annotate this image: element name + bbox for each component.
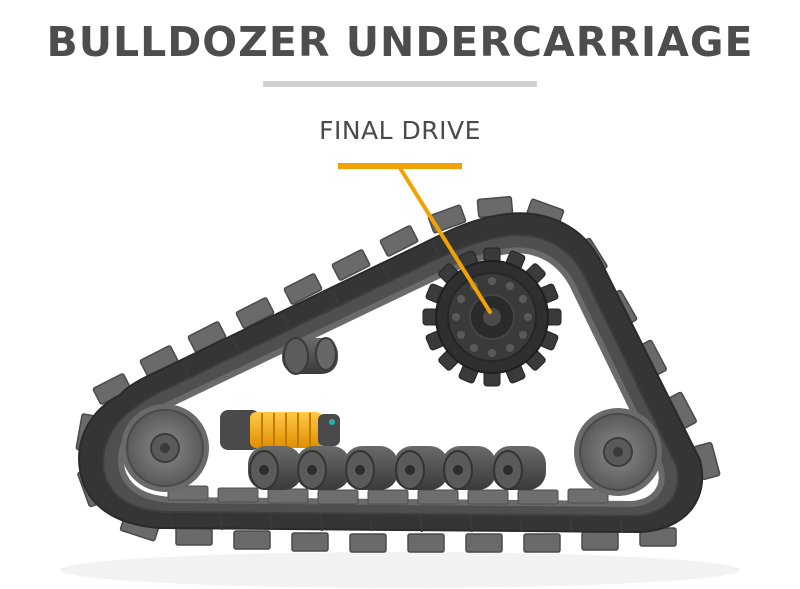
track-roller (442, 446, 496, 490)
track-rollers (248, 446, 546, 490)
rear-idler-wheel (574, 408, 662, 496)
diagram-title: BULLDOZER UNDERCARRIAGE (46, 18, 754, 66)
track-roller (344, 446, 398, 490)
recoil-spring (220, 410, 340, 450)
final-drive-sprocket (422, 247, 562, 387)
track-roller (248, 446, 302, 490)
final-drive-label: FINAL DRIVE (319, 116, 481, 145)
carrier-roller (282, 337, 338, 375)
track-roller (492, 446, 546, 490)
track-roller (296, 446, 350, 490)
track-roller (394, 446, 448, 490)
ground-shadow (60, 552, 740, 588)
track-link-dividers (169, 241, 623, 533)
front-idler-wheel (121, 404, 209, 492)
title-underline (263, 81, 537, 87)
track-inner-pads (167, 485, 609, 505)
final-drive-callout-leader (338, 163, 492, 314)
